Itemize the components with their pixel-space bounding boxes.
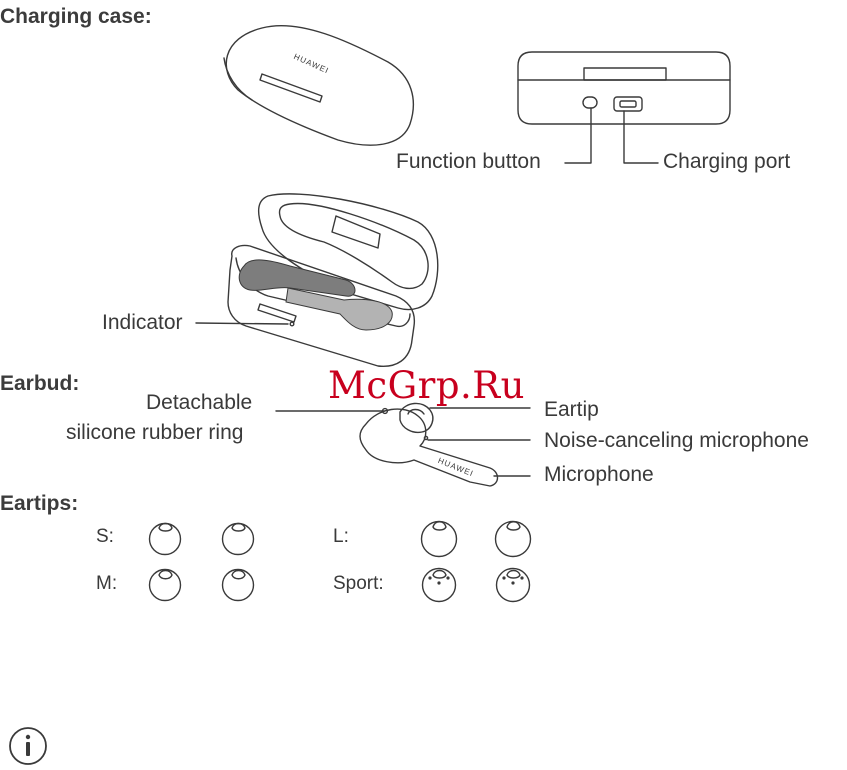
detachable-ring-label-line2: silicone rubber ring — [66, 421, 243, 445]
eartip-shape — [400, 403, 433, 432]
noise-canceling-mic-label: Noise-canceling microphone — [544, 429, 809, 453]
eartip-s-2 — [223, 524, 254, 555]
function-button-label: Function button — [396, 150, 541, 174]
detachable-ring-label-line1: Detachable — [146, 391, 252, 415]
eartip-size-s-label: S: — [96, 526, 114, 548]
eartip-l-1 — [422, 522, 457, 557]
closed-case-illustration — [224, 26, 413, 146]
eartip-size-l-label: L: — [333, 526, 349, 548]
function-button-shape — [583, 97, 597, 108]
indicator-label: Indicator — [102, 311, 183, 335]
eartip-size-sport-label: Sport: — [333, 573, 384, 595]
earbuds-in-case — [239, 260, 392, 330]
charging-port-label: Charging port — [663, 150, 790, 174]
eartip-l-2 — [496, 522, 531, 557]
eartip-sport-1 — [423, 569, 456, 602]
eartip-label: Eartip — [544, 398, 599, 422]
earbud-illustration — [276, 403, 530, 486]
microphone-label: Microphone — [544, 463, 654, 487]
eartip-m-2 — [223, 570, 254, 601]
eartip-sport-2 — [497, 569, 530, 602]
back-case-illustration — [518, 52, 730, 163]
watermark-text: McGrp.Ru — [328, 364, 525, 407]
sport-eartip-fin-dots — [26, 576, 524, 756]
eartip-s-1 — [150, 524, 181, 555]
charging-port-shape — [614, 97, 642, 111]
eartip-m-1 — [150, 570, 181, 601]
eartip-size-m-label: M: — [96, 573, 117, 595]
